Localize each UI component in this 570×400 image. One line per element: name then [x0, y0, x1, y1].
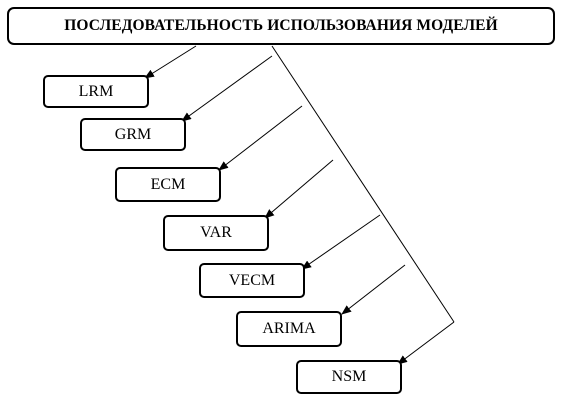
- model-box-ecm: ECM: [115, 167, 221, 202]
- arrow-to-var: [264, 159, 334, 219]
- arrow-to-lrm: [144, 45, 197, 79]
- arrow-to-ecm: [218, 105, 303, 171]
- model-box-nsm: NSM: [296, 360, 402, 394]
- model-box-grm: GRM: [80, 118, 186, 151]
- model-box-var: VAR: [163, 215, 269, 251]
- arrow-to-nsm: [397, 321, 455, 365]
- arrow-to-vecm: [301, 214, 381, 270]
- arrow-to-grm: [181, 55, 273, 122]
- model-box-vecm: VECM: [199, 263, 305, 298]
- diagram-title: ПОСЛЕДОВАТЕЛЬНОСТЬ ИСПОЛЬЗОВАНИЯ МОДЕЛЕЙ: [7, 7, 555, 45]
- spine-line: [271, 45, 455, 323]
- model-box-arima: ARIMA: [236, 311, 342, 347]
- arrow-to-arima: [341, 264, 406, 315]
- model-box-lrm: LRM: [43, 75, 149, 108]
